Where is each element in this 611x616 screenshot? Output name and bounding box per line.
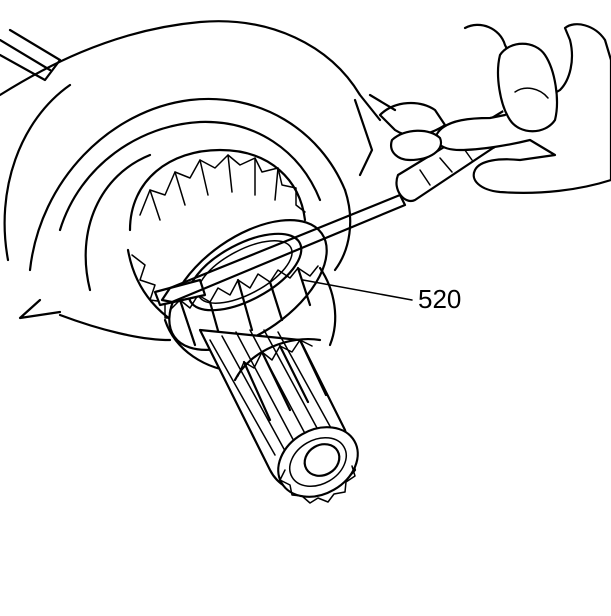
splined-output-shaft (198, 328, 359, 504)
technician-hand (368, 23, 611, 194)
rear-gear (126, 148, 307, 337)
inner-spline-segment (233, 338, 328, 422)
callout-label-520: 520 (418, 284, 462, 314)
snap-ring-part-520 (153, 232, 303, 312)
callout-leader-line (302, 279, 413, 301)
transmission-case (0, 20, 382, 342)
